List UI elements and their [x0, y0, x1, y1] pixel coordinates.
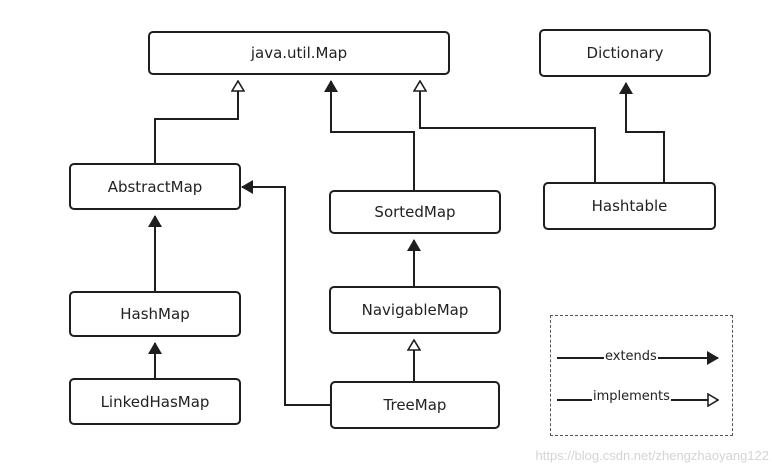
node-label: java.util.Map — [250, 44, 348, 62]
watermark-url: https://blog.csdn.net/zhengzhaoyang122 — [535, 448, 769, 463]
legend — [550, 315, 733, 436]
node-hashtable: Hashtable — [543, 182, 716, 230]
node-label: SortedMap — [374, 203, 456, 221]
edge-abstractmap-implements-map — [154, 81, 238, 163]
legend-implements-label: implements — [592, 389, 671, 404]
node-treemap: TreeMap — [330, 381, 500, 429]
node-label: Hashtable — [591, 197, 668, 215]
node-abstractmap: AbstractMap — [69, 163, 241, 210]
node-label: AbstractMap — [107, 177, 203, 196]
legend-extends-label: extends — [604, 349, 658, 364]
node-label: NavigableMap — [361, 301, 469, 319]
node-sortedmap: SortedMap — [329, 190, 501, 234]
node-label: TreeMap — [383, 396, 447, 414]
edge-hashtable-implements-map — [420, 81, 596, 182]
node-label: HashMap — [120, 305, 190, 323]
edge-hashtable-extends-dictionary — [619, 82, 665, 182]
node-java-util-map: java.util.Map — [148, 31, 450, 75]
node-label: LinkedHasMap — [100, 392, 210, 411]
edge-sortedmap-extends-map — [324, 80, 415, 190]
node-navigablemap: NavigableMap — [329, 286, 501, 334]
node-dictionary: Dictionary — [539, 29, 711, 77]
edge-treemap-extends-abstractmap — [241, 180, 330, 406]
node-label: Dictionary — [586, 44, 664, 62]
node-linkedhasmap: LinkedHasMap — [69, 378, 241, 425]
node-hashmap: HashMap — [69, 291, 241, 337]
